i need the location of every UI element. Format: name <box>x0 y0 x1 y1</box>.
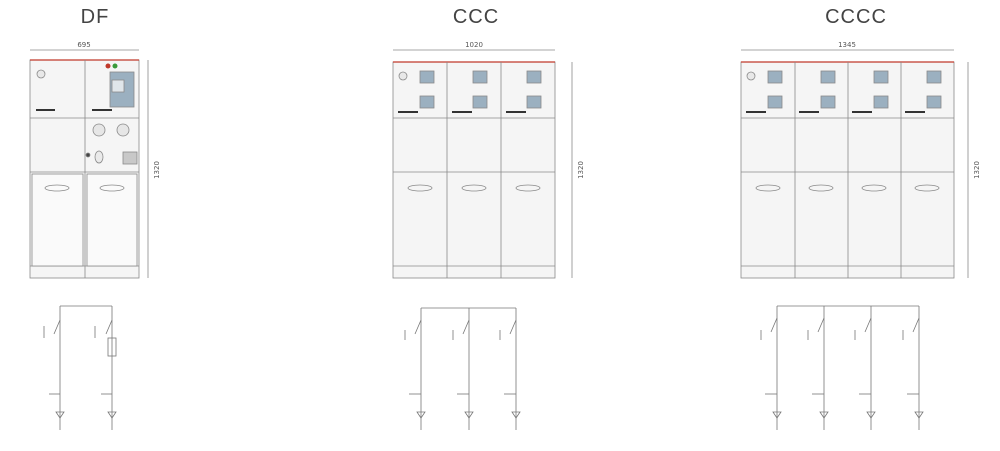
panel-title-df: DF <box>80 6 110 28</box>
ccc-width-label: 1020 <box>465 41 483 49</box>
panel-title-cccc: CCCC <box>825 6 887 28</box>
ccc-cabinet <box>392 49 573 279</box>
cccc-single-line <box>760 305 924 430</box>
df-width-label: 695 <box>77 41 90 49</box>
df-single-line <box>43 305 117 430</box>
df-cabinet <box>29 49 149 279</box>
cccc-cabinet <box>740 49 969 279</box>
panel-title-ccc: CCC <box>452 6 500 28</box>
cccc-width-label: 1345 <box>838 41 856 49</box>
cccc-height-label: 1320 <box>973 161 981 179</box>
ccc-height-label: 1320 <box>577 161 585 179</box>
df-height-label: 1320 <box>153 161 161 179</box>
ccc-single-line <box>404 307 521 430</box>
